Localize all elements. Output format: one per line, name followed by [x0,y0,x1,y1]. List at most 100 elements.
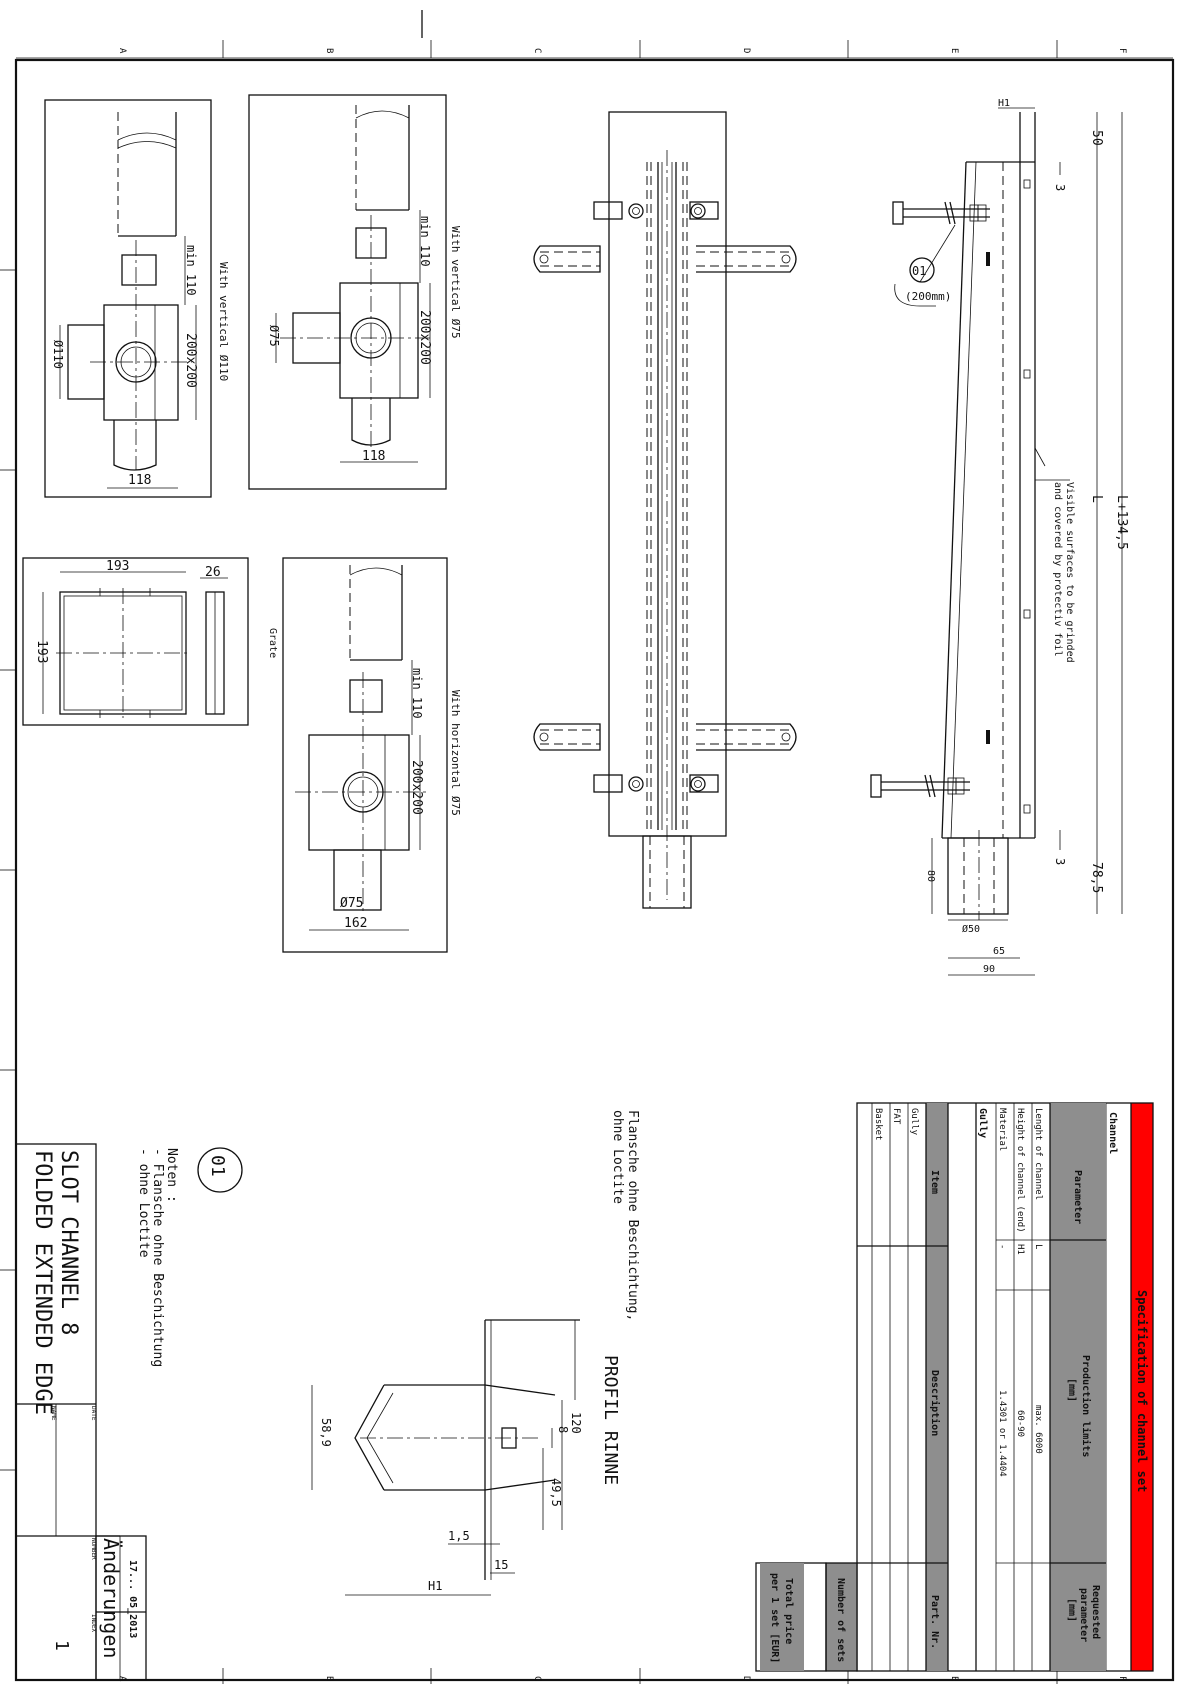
index-value: 1 [51,1640,72,1651]
zone-label-bottom-c: C [532,1676,542,1681]
spec-col-requested-1: Requested [1090,1585,1101,1639]
zone-label-c: C [532,48,542,53]
spec-channel-label: Channel [1107,1112,1118,1154]
spec-title: Specification of channel set [1135,1290,1149,1492]
spec-price-header [760,1563,804,1671]
spec-row-2-sym: H1 [1015,1244,1025,1255]
changes-label: Änderungen [99,1538,123,1658]
profile-h1-dim: H1 [428,1579,442,1593]
side-3b-dim: 3 [1053,858,1067,865]
h75-title: With horizontal Ø75 [449,690,462,816]
zone-labels-top: A B C D E F [117,48,1127,54]
date-value: 17... 05_2013 [127,1560,138,1638]
channel-side-view: 01 (200mm) H1 50 3 L L+134,5 3 78,5 80 Ø… [870,98,1129,976]
profile-49-dim: 49,5 [549,1478,563,1507]
spec-gully-header [926,1103,948,1671]
side-note-line1: Visible surfaces to be grinded [1064,482,1075,663]
notes-balloon: 01 [207,1155,228,1177]
v110-width-dim: 118 [128,473,151,488]
zone-label-b: B [324,48,334,53]
spec-row-2-param: Height of channel (end) [1015,1108,1025,1233]
grate-height-dim: 193 [34,640,49,663]
notes-heading: Noten : [164,1148,179,1203]
spec-row-1-limit: max. 6000 [1033,1405,1043,1454]
spec-channel-header [1050,1103,1106,1671]
detail-horizontal-75: min 110 200x200 Ø75 162 With horizontal … [282,557,462,953]
profile-15-dim: 15 [494,1558,508,1572]
spec-row-1-param: Lenght of channel [1033,1108,1043,1200]
v75-min-dim: min 110 [418,216,432,267]
grate-side-dim: 26 [205,565,221,580]
grate-label: Grate [267,628,278,658]
zone-label-bottom-d: D [741,1676,751,1681]
title-block: SLOT CHANNEL 8 FOLDED EXTENDED EDGE DATE… [15,1143,147,1681]
side-balloon: 01 [912,264,926,278]
side-50-dim: 50 [1089,130,1104,146]
spec-col-part: Part. Nr. [929,1595,940,1649]
spec-total-price-1: Total price [783,1578,795,1644]
profile-title: PROFIL RINNE [600,1355,621,1485]
detail-vertical-110: min 110 200x200 Ø110 118 With vertical Ø… [44,99,230,498]
spec-item-2: FAT [891,1108,901,1125]
notes-line-1: - Flansche ohne Beschichtung [150,1148,165,1367]
v75-dia-dim: Ø75 [267,325,281,347]
side-h1-dim: H1 [998,98,1010,109]
side-80-dim: 80 [925,870,936,882]
notes-line-2: - ohne Loctite [136,1148,151,1258]
detail-vertical-75: min 110 200x200 Ø75 118 With vertical Ø7… [248,94,462,490]
spec-total-price-2: per 1 set [EUR] [769,1573,780,1663]
v75-width-dim: 118 [362,449,385,464]
spec-title-band [1131,1103,1153,1671]
spec-row-1-sym: L [1033,1244,1043,1249]
zone-label-d: D [741,48,751,53]
v110-size-dim: 200x200 [183,333,198,388]
spec-gully-label: Gully [977,1108,988,1138]
channel-top-view [533,111,797,909]
spec-col-requested-3: [mm] [1066,1598,1077,1622]
side-total-dim: L+134,5 [1114,495,1129,550]
v75-size-dim: 200x200 [417,310,432,365]
title-line-2: FOLDED EXTENDED EDGE [30,1150,55,1415]
profile-flange-note-1: Flansche ohne Beschichtung, [625,1110,640,1321]
zone-label-e: E [949,48,959,53]
zone-label-bottom-a: A [117,1676,127,1682]
zone-label-bottom-f: F [1117,1676,1127,1681]
zone-label-bottom-b: B [324,1676,334,1681]
date-label: DATE [90,1406,97,1421]
spec-col-description: Description [929,1370,941,1436]
profile-section: Flansche ohne Beschichtung, ohne Loctite… [311,1110,640,1596]
detail-grate: 193 26 193 Grate [22,557,278,726]
zone-labels-bottom: A B C D E F [117,1676,1127,1682]
notes-block: 01 Noten : - Flansche ohne Beschichtung … [136,1147,243,1367]
v110-dia-dim: Ø110 [51,340,65,369]
spec-item-3: Basket [873,1108,883,1141]
side-dia50-dim: Ø50 [962,923,980,935]
v75-title: With vertical Ø75 [449,226,462,339]
spec-col-production-2: [mm] [1066,1378,1077,1402]
h75-min-dim: min 110 [410,668,424,719]
v110-min-dim: min 110 [184,245,198,296]
profile-120-dim: 120 [569,1412,583,1434]
zone-label-bottom-e: E [949,1676,959,1681]
profile-1-5-dim: 1,5 [448,1529,470,1543]
profile-flange-note-2: ohne Loctite [610,1110,625,1204]
spec-col-requested-2: parameter [1078,1588,1089,1642]
side-65-dim: 65 [993,946,1005,957]
spec-col-production-1: Production limits [1080,1355,1092,1457]
spec-row-3-param: Material [997,1108,1007,1151]
title-line-1: SLOT CHANNEL 8 [56,1150,81,1335]
spec-row-3-limit: 1.4301 or 1.4404 [997,1390,1007,1477]
side-78-dim: 78,5 [1089,862,1104,893]
spec-sets-header [826,1563,857,1671]
side-note-line2: and covered by protectiv foil [1052,482,1063,657]
side-3a-dim: 3 [1053,184,1067,191]
h75-width-dim: 162 [344,916,367,931]
h75-dia-dim: Ø75 [340,896,363,911]
name-label: NAME [50,1406,57,1421]
profile-8-dim: 8 [556,1426,570,1433]
zone-label-f: F [1117,48,1127,53]
grate-width-dim: 193 [106,559,129,574]
spec-col-parameter: Parameter [1072,1170,1083,1224]
side-90-dim: 90 [983,964,995,975]
